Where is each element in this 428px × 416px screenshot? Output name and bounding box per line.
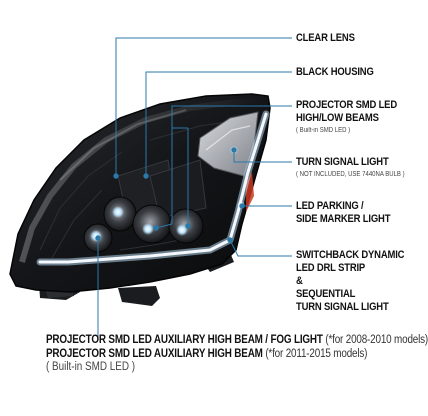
label-switchback-line4: SEQUENTIAL [296,288,356,300]
label-projector-line1: PROJECTOR SMD LED [296,99,397,111]
callout-clear-lens [115,37,292,176]
label-aux-high: PROJECTOR SMD LED AUXILIARY HIGH BEAM (*… [46,348,367,361]
callout-switchback [229,239,292,257]
callout-black-housing [145,71,292,176]
label-clear-lens: CLEAR LENS [296,32,355,44]
callout-projector [171,105,292,224]
label-switchback-line5: TURN SIGNAL LIGHT [296,301,389,313]
label-projector-sub: ( Built-in SMD LED ) [296,127,351,134]
label-turn-signal: TURN SIGNAL LIGHT [296,156,389,168]
label-turn-signal-sub: ( NOT INCLUDED, USE 7440NA BULB ) [296,171,405,178]
label-black-housing: BLACK HOUSING [296,66,374,78]
headlight-illustration [9,37,292,340]
label-aux-high-main: PROJECTOR SMD LED AUXILIARY HIGH BEAM [46,348,263,360]
callout-lines [95,37,292,340]
label-switchback-line1: SWITCHBACK DYNAMIC [296,249,405,261]
callout-turn-signal [233,150,292,163]
label-projector-line2: HIGH/LOW BEAMS [296,112,379,124]
label-aux-high-note: (*for 2011-2015 models) [265,348,368,360]
product-infographic: CLEAR LENS BLACK HOUSING PROJECTOR SMD L… [9,32,428,373]
clear-lens [19,97,263,263]
label-parking-line2: SIDE MARKER LIGHT [296,213,391,225]
label-switchback-line2: LED DRL STRIP [296,262,366,274]
label-aux-fog-note: (*for 2008-2010 models) [325,334,428,346]
label-aux-fog-main: PROJECTOR SMD LED AUXILIARY HIGH BEAM / … [46,334,323,346]
label-switchback-line3: & [296,275,303,287]
label-aux-fog: PROJECTOR SMD LED AUXILIARY HIGH BEAM / … [46,334,428,347]
label-aux-sub: ( Built-in SMD LED ) [46,361,136,373]
label-parking-line1: LED PARKING / [296,200,364,212]
